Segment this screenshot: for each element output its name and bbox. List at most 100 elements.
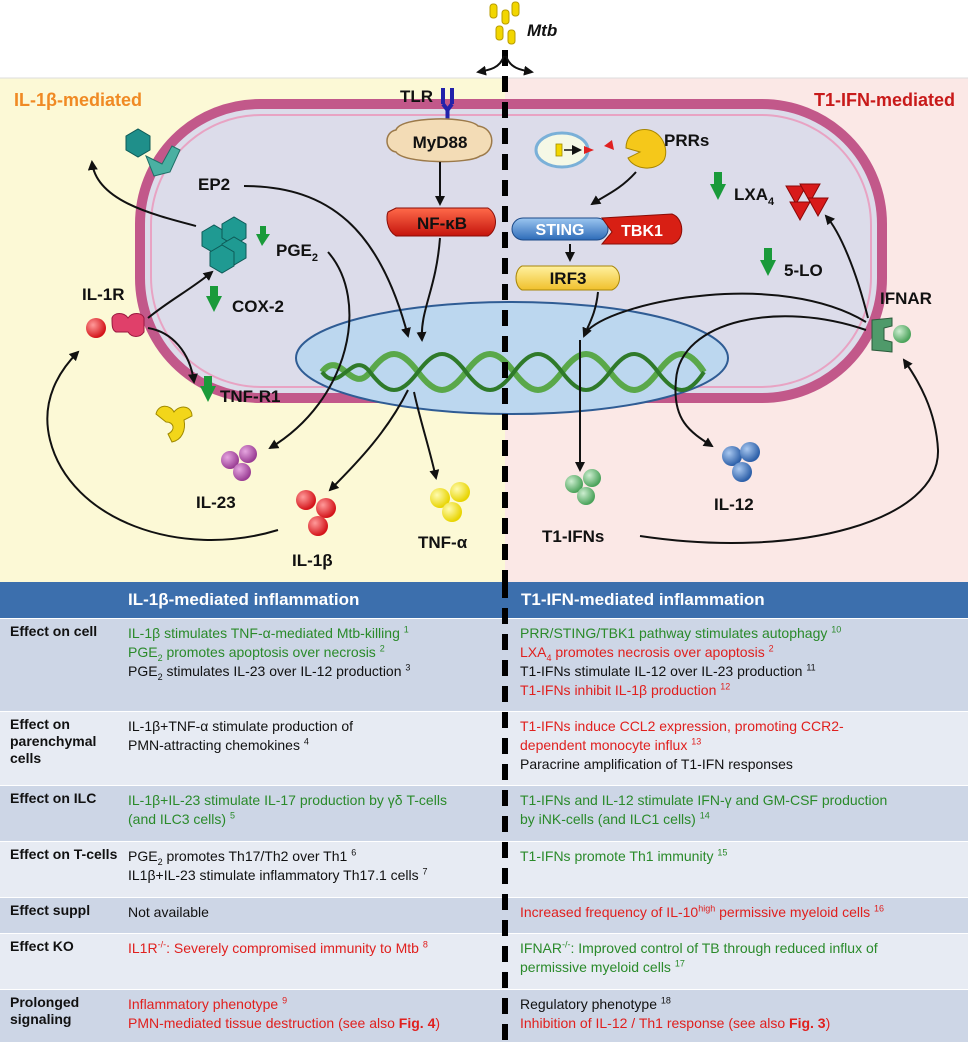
tnfr1-receptor-icon bbox=[155, 405, 193, 443]
t1ifn-cell: Regulatory phenotype 18 Inhibition of IL-… bbox=[520, 990, 960, 1033]
tlr-label: TLR bbox=[400, 87, 433, 106]
ep2-receptor-icon bbox=[145, 145, 181, 177]
tnfr1-label: TNF-R1 bbox=[220, 387, 280, 406]
row-label: Effect on T-cells bbox=[10, 846, 118, 862]
t1ifn-cell: T1-IFNs induce CCL2 expression, promotin… bbox=[520, 712, 960, 774]
nfkb-node bbox=[386, 207, 496, 237]
cell-line: PGE2 promotes apoptosis over necrosis 2 bbox=[128, 643, 385, 663]
il23-label: IL-23 bbox=[196, 493, 236, 512]
il1b-cell: Not available bbox=[128, 898, 498, 922]
cox2-up-arrow-icon bbox=[206, 286, 222, 312]
tbk1-node bbox=[600, 213, 683, 245]
cell-line: by iNK-cells (and ILC1 cells) 14 bbox=[520, 810, 710, 827]
pge2-secreted-icon bbox=[125, 128, 151, 158]
il1b-cluster-icon bbox=[296, 490, 336, 536]
prrs-icon bbox=[625, 129, 667, 169]
pathway-diagram: Mtb IL-1β-mediated T1-IFN-mediated TLR M… bbox=[0, 1, 968, 582]
cell-line: IL-1β+TNF-α stimulate production of bbox=[128, 718, 354, 734]
table-row: Effect on cell IL-1β stimulates TNF-α-med… bbox=[0, 618, 968, 711]
cell-line: Inhibition of IL-12 / Th1 response (see … bbox=[520, 1015, 831, 1031]
cell-line: PGE2 stimulates IL-23 over IL-12 product… bbox=[128, 662, 411, 682]
cell-line: T1-IFNs stimulate IL-12 over IL-23 produ… bbox=[520, 662, 816, 679]
row-label: Effect on parenchymal cells bbox=[10, 716, 97, 766]
table-header-right: T1-IFN-mediated inflammation bbox=[505, 582, 968, 618]
cell-line: dependent monocyte influx 13 bbox=[520, 736, 702, 753]
cell-line: Increased frequency of IL-10high permiss… bbox=[520, 903, 884, 920]
row-label: Effect suppl bbox=[10, 902, 91, 918]
irf3-label: IRF3 bbox=[550, 269, 587, 288]
tnfr1-up-arrow-icon bbox=[200, 376, 216, 402]
cell-line: PMN-mediated tissue destruction (see als… bbox=[128, 1015, 441, 1031]
il1b-cell: IL-1β+IL-23 stimulate IL-17 production b… bbox=[128, 786, 498, 829]
cell-line: IL-1β stimulates TNF-α-mediated Mtb-kill… bbox=[128, 624, 409, 641]
table-center-divider bbox=[502, 582, 508, 1040]
cell-line: PGE2 promotes Th17/Th2 over Th1 6 bbox=[128, 847, 357, 867]
cell-line: Regulatory phenotype 18 bbox=[520, 995, 671, 1012]
table-row: Effect on T-cells PGE2 promotes Th17/Th2 … bbox=[0, 841, 968, 897]
il1r-receptor-icon bbox=[111, 313, 145, 337]
pge2-label: PGE2 bbox=[276, 241, 318, 264]
ifnar-receptor-icon bbox=[871, 317, 893, 353]
comparison-table: IL-1β-mediated inflammation T1-IFN-media… bbox=[0, 582, 968, 1042]
row-label: Effect KO bbox=[10, 938, 74, 954]
t1ifn-cell: PRR/STING/TBK1 pathway stimulates autoph… bbox=[520, 619, 960, 700]
lxa4-label: LXA4 bbox=[734, 185, 775, 208]
ep2-label: EP2 bbox=[198, 175, 230, 194]
irf3-node bbox=[515, 265, 620, 291]
lxa4-triangles-icon bbox=[785, 183, 829, 222]
cell-line: PRR/STING/TBK1 pathway stimulates autoph… bbox=[520, 624, 842, 641]
five-lo-label: 5-LO bbox=[784, 261, 823, 280]
left-title: IL-1β-mediated bbox=[14, 90, 142, 110]
myd88-node bbox=[386, 118, 493, 163]
t1ifn-cell: Increased frequency of IL-10high permiss… bbox=[520, 898, 960, 922]
tnfa-label: TNF-α bbox=[418, 533, 468, 552]
lxa4-up-arrow-icon bbox=[710, 172, 726, 200]
cell-line: IL1β+IL-23 stimulate inflammatory Th17.1… bbox=[128, 866, 428, 883]
table-row: Effect on parenchymal cells IL-1β+TNF-α s… bbox=[0, 711, 968, 785]
mtb-label: Mtb bbox=[527, 21, 557, 40]
ifnar-ligand-icon bbox=[893, 325, 911, 343]
table-header-left: IL-1β-mediated inflammation bbox=[120, 582, 505, 618]
t1ifns-cluster-icon bbox=[565, 469, 601, 505]
il12-cluster-icon bbox=[722, 442, 760, 482]
il23-cluster-icon bbox=[221, 445, 257, 481]
cell-line: Paracrine amplification of T1-IFN respon… bbox=[520, 756, 793, 772]
row-label: Effect on cell bbox=[10, 623, 98, 639]
tnfa-cluster-icon bbox=[430, 482, 470, 522]
il1b-cell: IL-1β stimulates TNF-α-mediated Mtb-kill… bbox=[128, 619, 498, 681]
tbk1-label: TBK1 bbox=[621, 223, 663, 240]
mtb-bacteria-icon bbox=[489, 1, 520, 45]
right-title: T1-IFN-mediated bbox=[814, 90, 955, 110]
cell-line: permissive myeloid cells 17 bbox=[520, 958, 685, 975]
pge2-up-arrow-icon bbox=[256, 226, 270, 246]
cell-line: T1-IFNs inhibit IL-1β production 12 bbox=[520, 681, 731, 698]
t1ifn-cell: T1-IFNs promote Th1 immunity 15 bbox=[520, 842, 960, 866]
t1ifns-label: T1-IFNs bbox=[542, 527, 604, 546]
nfkb-label: NF-κB bbox=[417, 214, 467, 233]
cell-line: LXA4 promotes necrosis over apoptosis 2 bbox=[520, 643, 774, 663]
il1r-label: IL-1R bbox=[82, 285, 125, 304]
cell-line: T1-IFNs induce CCL2 expression, promotin… bbox=[520, 718, 844, 734]
ifnar-label: IFNAR bbox=[880, 289, 932, 308]
t1ifn-cell: T1-IFNs and IL-12 stimulate IFN-γ and GM… bbox=[520, 786, 960, 829]
cell-line: (and ILC3 cells) 5 bbox=[128, 810, 235, 827]
il12-label: IL-12 bbox=[714, 495, 754, 514]
t1ifn-cell: IFNAR-/-: Improved control of TB through… bbox=[520, 934, 960, 977]
cox2-label: COX-2 bbox=[232, 297, 284, 316]
myd88-label: MyD88 bbox=[413, 133, 468, 152]
cell-line: T1-IFNs and IL-12 stimulate IFN-γ and GM… bbox=[520, 792, 888, 808]
cell-line: IL-1β+IL-23 stimulate IL-17 production b… bbox=[128, 792, 447, 808]
il1b-cell: IL-1β+TNF-α stimulate production of PMN-a… bbox=[128, 712, 498, 755]
il1b-label: IL-1β bbox=[292, 551, 333, 570]
phagosome-icon bbox=[534, 131, 614, 169]
dna-icon bbox=[319, 351, 707, 393]
nucleus bbox=[295, 301, 729, 415]
table-header-stub bbox=[0, 582, 120, 618]
il1b-ligand-icon bbox=[86, 318, 106, 338]
cell-line: PMN-attracting chemokines 4 bbox=[128, 736, 309, 753]
